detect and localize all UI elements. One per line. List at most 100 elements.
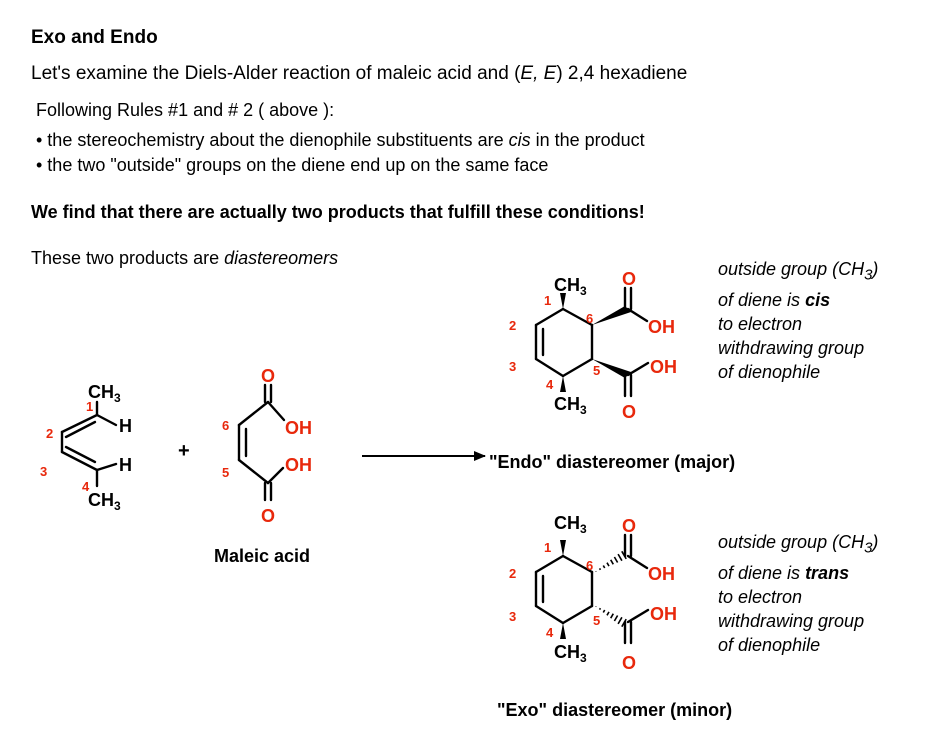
note-prefix: These two products are bbox=[31, 248, 225, 268]
exo-desc-line-3: to electron bbox=[718, 586, 803, 607]
endo-desc-line-2: of diene is cis bbox=[718, 289, 831, 310]
endo-methyl-top: CH3 bbox=[554, 275, 587, 298]
diene-number-4: 4 bbox=[82, 479, 90, 494]
exo-methyl-top: CH3 bbox=[554, 513, 587, 536]
maleic-hydroxyl-bottom: OH bbox=[285, 455, 312, 475]
exo-bond-bottom-hydroxyl bbox=[626, 608, 650, 624]
diene-methyl-top: CH3 bbox=[88, 382, 121, 405]
maleic-number-5: 5 bbox=[222, 465, 229, 480]
maleic-number-6: 6 bbox=[222, 418, 229, 433]
endo-desc-line-5: of dienophile bbox=[718, 361, 821, 382]
bond-c5-carboxyl bbox=[237, 458, 270, 485]
endo-methyl-bottom: CH3 bbox=[554, 394, 587, 417]
bond-bottom-hydroxyl bbox=[266, 466, 285, 485]
endo-desc-line-1: outside group (CH3) bbox=[718, 259, 879, 284]
diene-number-2: 2 bbox=[46, 426, 53, 441]
exo-wedge-c4-methyl bbox=[560, 623, 566, 639]
diene-h-top: H bbox=[119, 416, 132, 436]
exo-number-4: 4 bbox=[546, 625, 554, 640]
endo-number-1: 1 bbox=[544, 293, 551, 308]
endo-bond-5-4 bbox=[561, 357, 594, 378]
endo-number-3: 3 bbox=[509, 359, 516, 374]
endo-bond-bottom-hydroxyl bbox=[626, 361, 650, 377]
endo-description: outside group (CH3) of diene is cis to e… bbox=[718, 257, 878, 384]
endo-number-6: 6 bbox=[586, 311, 593, 326]
endo-label: "Endo" diastereomer (major) bbox=[489, 452, 736, 472]
exo-hash-c6-carboxyl bbox=[595, 550, 627, 572]
exo-description: outside group (CH3) of diene is trans to… bbox=[718, 530, 878, 657]
exo-bond-5-4 bbox=[561, 604, 594, 625]
endo-wedge-c4-methyl bbox=[560, 376, 566, 392]
exo-hash-c5-carboxyl bbox=[595, 606, 627, 628]
diene-h-bottom: H bbox=[119, 455, 132, 475]
maleic-hydroxyl-top: OH bbox=[285, 418, 312, 438]
endo-bond-1-6 bbox=[561, 307, 594, 327]
exo-desc-line-2: of diene is trans bbox=[718, 562, 850, 583]
exo-desc-line-1: outside group (CH3) bbox=[718, 532, 879, 557]
bond-c6-carboxyl bbox=[237, 400, 270, 427]
exo-bond-4-3 bbox=[534, 604, 565, 625]
exo-desc-line-4: withdrawing group bbox=[718, 610, 865, 631]
endo-number-2: 2 bbox=[509, 318, 516, 333]
endo-desc-line-4: withdrawing group bbox=[718, 337, 865, 358]
rules-heading: Following Rules #1 and # 2 ( above ): bbox=[36, 100, 335, 120]
endo-hydroxyl-bottom: OH bbox=[650, 357, 677, 377]
endo-bond-top-hydroxyl bbox=[626, 307, 649, 323]
headline: We find that there are actually two prod… bbox=[31, 202, 645, 222]
endo-oxygen-bottom: O bbox=[622, 402, 636, 422]
bond-c3-c4 bbox=[60, 450, 99, 472]
bond-c1-c2 bbox=[60, 413, 99, 434]
note-emph: diastereomers bbox=[224, 248, 339, 268]
exo-methyl-bottom: CH3 bbox=[554, 642, 587, 665]
endo-number-4: 4 bbox=[546, 377, 554, 392]
exo-wedge-c1-methyl bbox=[560, 540, 566, 556]
maleic-oxygen-top: O bbox=[261, 366, 275, 386]
maleic-acid-label: Maleic acid bbox=[214, 546, 311, 566]
endo-product-structure bbox=[534, 286, 650, 398]
endo-wedge-c6-carboxyl bbox=[592, 306, 631, 325]
intro-stereo: E, E bbox=[520, 63, 557, 84]
bond-top-hydroxyl bbox=[266, 400, 286, 422]
exo-label: "Exo" diastereomer (minor) bbox=[497, 700, 733, 720]
diene-methyl-bottom: CH3 bbox=[88, 490, 121, 513]
exo-bond-2-1 bbox=[534, 554, 565, 574]
endo-hydroxyl-top: OH bbox=[648, 317, 675, 337]
exo-number-5: 5 bbox=[593, 613, 600, 628]
exo-hydroxyl-top: OH bbox=[648, 564, 675, 584]
intro-suffix: ) 2,4 hexadiene bbox=[556, 63, 688, 84]
bond-c1-c2-double bbox=[64, 420, 97, 439]
exo-desc-line-5: of dienophile bbox=[718, 634, 821, 655]
rule-bullet-1-suffix: in the product bbox=[530, 130, 645, 150]
exo-oxygen-bottom: O bbox=[622, 653, 636, 673]
endo-wedge-c1-methyl bbox=[560, 293, 566, 309]
exo-number-3: 3 bbox=[509, 609, 516, 624]
exo-bond-1-6 bbox=[561, 554, 594, 574]
rule-bullet-2: • the two "outside" groups on the diene … bbox=[36, 155, 549, 175]
bond-c4-h bbox=[95, 462, 118, 472]
rule-bullet-1-prefix: • the stereochemistry about the dienophi… bbox=[36, 130, 509, 150]
exo-number-1: 1 bbox=[544, 540, 551, 555]
exo-product-structure bbox=[534, 533, 650, 645]
bond-c1-h bbox=[95, 413, 118, 427]
diastereomer-note: These two products are diastereomers bbox=[31, 248, 338, 269]
hexadiene-structure bbox=[60, 400, 118, 488]
endo-bond-2-1 bbox=[534, 307, 565, 327]
page-title: Exo and Endo bbox=[31, 27, 158, 48]
exo-number-6: 6 bbox=[586, 558, 593, 573]
maleic-oxygen-bottom: O bbox=[261, 506, 275, 526]
plus-sign: + bbox=[178, 440, 190, 462]
diene-number-1: 1 bbox=[86, 399, 93, 414]
intro-prefix: Let's examine the Diels-Alder reaction o… bbox=[31, 63, 521, 84]
endo-bond-4-3 bbox=[534, 357, 565, 378]
exo-hydroxyl-bottom: OH bbox=[650, 604, 677, 624]
endo-desc-line-3: to electron bbox=[718, 313, 803, 334]
endo-number-5: 5 bbox=[593, 363, 600, 378]
bond-c3-c4-double bbox=[64, 445, 97, 464]
rule-bullet-1-emph: cis bbox=[508, 130, 531, 150]
intro-text: Let's examine the Diels-Alder reaction o… bbox=[31, 63, 687, 85]
maleic-acid-structure bbox=[237, 383, 286, 502]
endo-oxygen-top: O bbox=[622, 269, 636, 289]
exo-number-2: 2 bbox=[509, 566, 516, 581]
endo-wedge-c5-carboxyl bbox=[592, 359, 631, 378]
